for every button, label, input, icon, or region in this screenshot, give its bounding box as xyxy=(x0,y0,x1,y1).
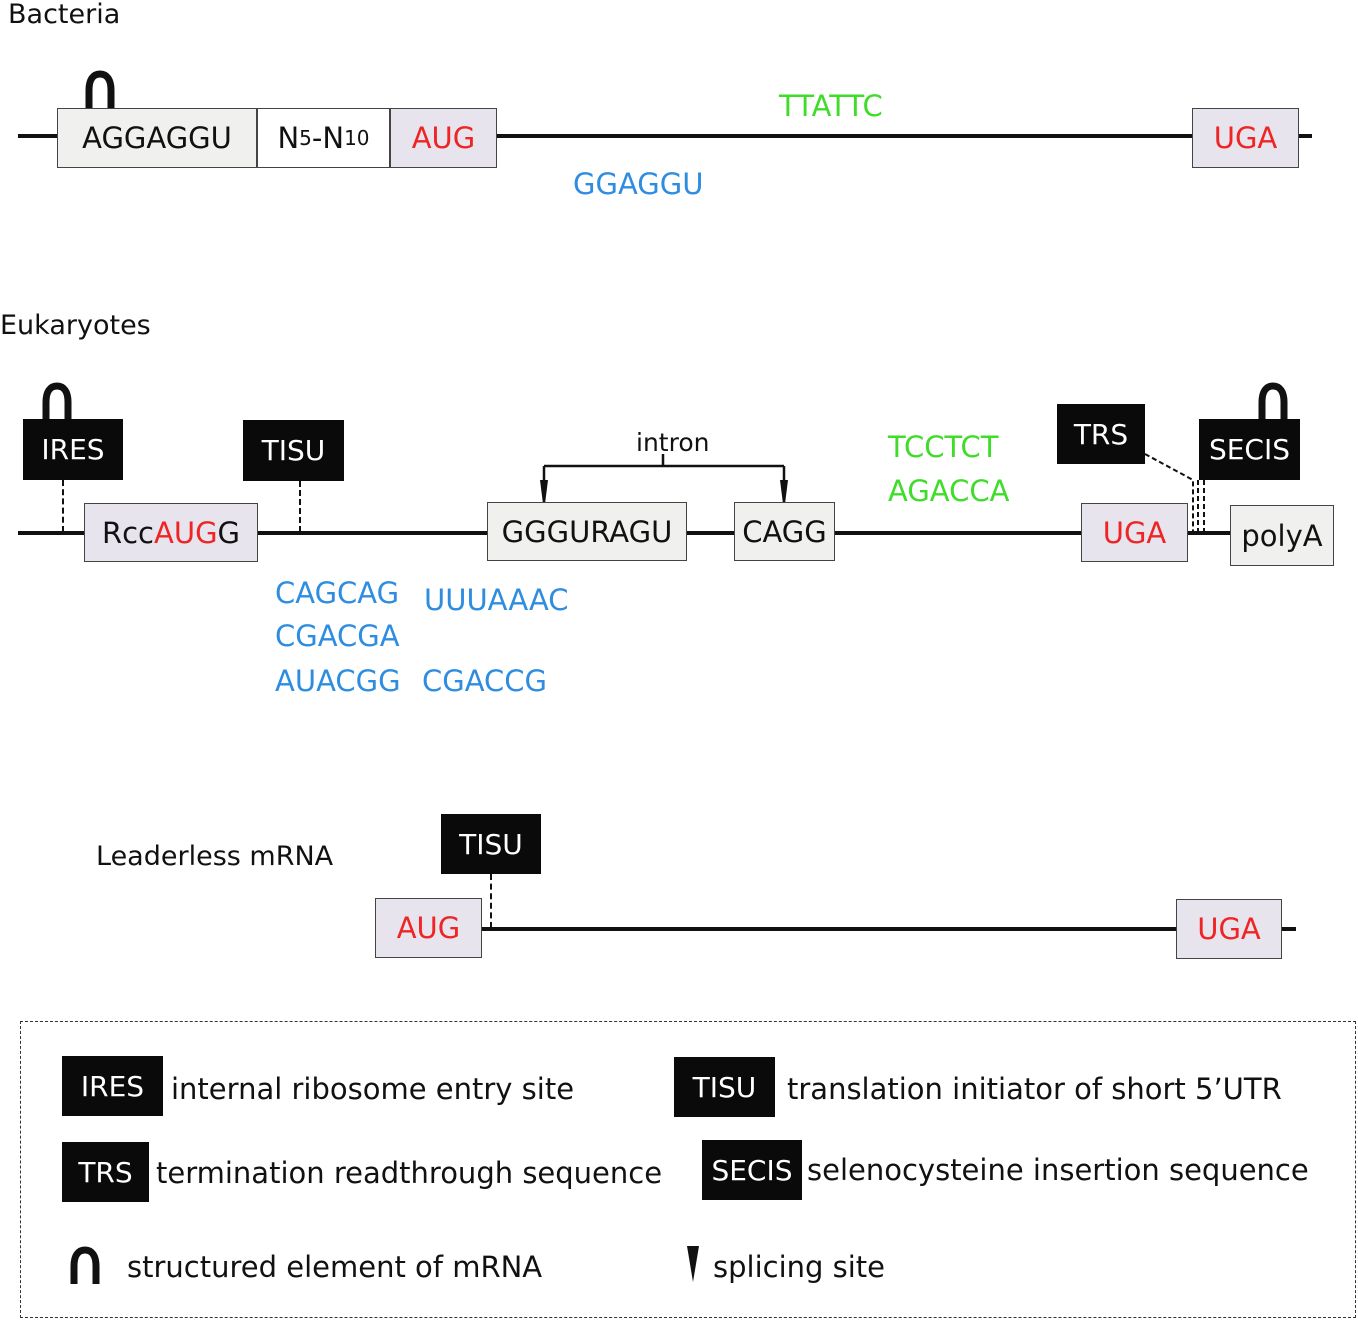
secis-tag: SECIS xyxy=(1199,419,1300,480)
bacteria-blue-motif: GGAGGU xyxy=(573,167,704,201)
splice-arrow-icon xyxy=(780,480,788,512)
bacteria-stop-codon: UGA xyxy=(1192,108,1299,168)
tisu-tag: TISU xyxy=(243,420,344,481)
hairpin-icon xyxy=(85,70,115,108)
legend-trs-text: termination readthrough sequence xyxy=(156,1156,663,1190)
splice-arrow-icon xyxy=(687,1246,699,1282)
bacteria-start-codon: AUG xyxy=(390,108,497,168)
hairpin-icon xyxy=(70,1246,100,1284)
kozak-suffix: G xyxy=(217,515,241,550)
intron-label: intron xyxy=(636,428,710,457)
spacer-n: N xyxy=(277,121,300,155)
eukaryote-blue-motif-1: CAGCAG xyxy=(275,576,400,610)
trs-tag: TRS xyxy=(1057,404,1145,464)
legend-panel: IRES internal ribosome entry site TISU t… xyxy=(20,1021,1356,1318)
eukaryote-blue-motif-3: CGACGA xyxy=(275,619,400,653)
legend-ires-text: internal ribosome entry site xyxy=(171,1072,575,1106)
legend-tisu-text: translation initiator of short 5’UTR xyxy=(787,1072,1282,1106)
spacer-sub-5: 5 xyxy=(299,126,312,150)
leaderless-mrna-line xyxy=(482,927,1296,931)
ires-tag: IRES xyxy=(23,419,123,480)
tisu-connector xyxy=(299,481,301,532)
leaderless-tisu-connector xyxy=(490,874,492,928)
leaderless-title: Leaderless mRNA xyxy=(96,841,334,872)
bacteria-green-motif: TTATTC xyxy=(779,89,883,123)
legend-secis-tag: SECIS xyxy=(702,1140,802,1200)
hairpin-icon xyxy=(42,382,72,420)
legend-ires-tag: IRES xyxy=(62,1056,163,1116)
leaderless-stop-codon: UGA xyxy=(1176,899,1282,959)
hairpin-icon xyxy=(1258,382,1288,420)
spacer-sub-10: 10 xyxy=(344,126,370,150)
eukaryote-green-motif-2: AGACCA xyxy=(888,474,1010,508)
legend-trs-tag: TRS xyxy=(62,1142,149,1202)
leaderless-start-codon: AUG xyxy=(375,898,482,958)
eukaryotes-title: Eukaryotes xyxy=(0,310,151,341)
leaderless-tisu-tag: TISU xyxy=(441,814,541,874)
bacteria-mrna-line xyxy=(18,134,1312,138)
shine-dalgarno-box: AGGAGGU xyxy=(57,108,257,168)
splice-acceptor-box: CAGG xyxy=(734,502,835,561)
legend-splice-text: splicing site xyxy=(713,1250,886,1284)
legend-tisu-tag: TISU xyxy=(674,1057,775,1117)
splice-arrow-icon xyxy=(540,480,548,512)
spacer-dash-n: -N xyxy=(311,121,345,155)
kozak-prefix: Rcc xyxy=(101,515,154,550)
eukaryote-blue-motif-5: CGACCG xyxy=(422,664,548,698)
eukaryote-blue-motif-2: UUUAAAC xyxy=(424,583,569,617)
eukaryote-stop-codon: UGA xyxy=(1081,503,1188,562)
ires-connector xyxy=(62,480,64,532)
legend-secis-text: selenocysteine insertion sequence xyxy=(807,1153,1309,1187)
eukaryote-green-motif-1: TCCTCT xyxy=(888,430,999,464)
legend-hairpin-text: structured element of mRNA xyxy=(127,1250,543,1284)
trs-secis-connectors xyxy=(1144,453,1205,532)
kozak-start-codon: AUG xyxy=(154,515,218,550)
polya-box: polyA xyxy=(1230,505,1334,566)
bacteria-title: Bacteria xyxy=(8,0,121,30)
eukaryote-blue-motif-4: AUACGG xyxy=(275,664,401,698)
splice-donor-box: GGGURAGU xyxy=(487,502,687,561)
intron-bracket xyxy=(540,454,788,512)
